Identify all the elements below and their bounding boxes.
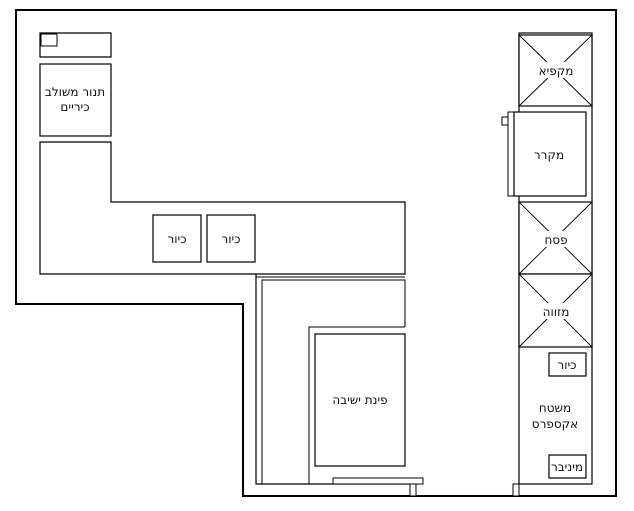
combo-oven-label-1: תנור משולב xyxy=(45,85,105,99)
minibar-label: מיניבר xyxy=(551,460,583,474)
sink-counter-outline xyxy=(39,141,406,275)
sink-left xyxy=(152,214,202,263)
seating-area xyxy=(314,333,406,467)
door-post-left xyxy=(409,483,417,497)
seating-area-outline xyxy=(308,326,405,484)
sink-right xyxy=(206,214,256,263)
seating-area-label: פינת ישיבה xyxy=(332,393,387,407)
dairy-label-bg xyxy=(538,303,574,319)
refrigerator-door xyxy=(507,111,515,197)
corridor-inner-wall xyxy=(261,279,406,484)
upper-counter-outline xyxy=(39,32,112,58)
refrigerator-label: מקרר xyxy=(534,148,564,162)
freezer-label: מקפיא xyxy=(539,64,574,78)
sink-right-label: כיור xyxy=(221,232,240,246)
dairy-label: מזווה xyxy=(543,305,570,319)
pantry-label-bg xyxy=(540,231,572,247)
door-threshold xyxy=(332,477,424,485)
combo-oven-label-2: כיריים xyxy=(60,100,89,114)
sink-express xyxy=(548,352,587,377)
express-counter-label-2: אקספרס xyxy=(532,417,578,431)
refrigerator xyxy=(513,111,587,197)
minibar xyxy=(548,454,587,479)
freezer-label-bg xyxy=(536,62,576,78)
refrigerator-handle xyxy=(501,116,509,126)
counter-corner-marker xyxy=(40,33,58,47)
sink-express-label: כיור xyxy=(557,358,576,372)
express-counter-label-1: משטח xyxy=(539,401,571,415)
door-post-right xyxy=(512,483,520,497)
outer-wall xyxy=(15,9,617,497)
combo-oven xyxy=(39,63,112,137)
pantry-label: פסח xyxy=(544,233,567,247)
sink-left-label: כיור xyxy=(167,232,186,246)
